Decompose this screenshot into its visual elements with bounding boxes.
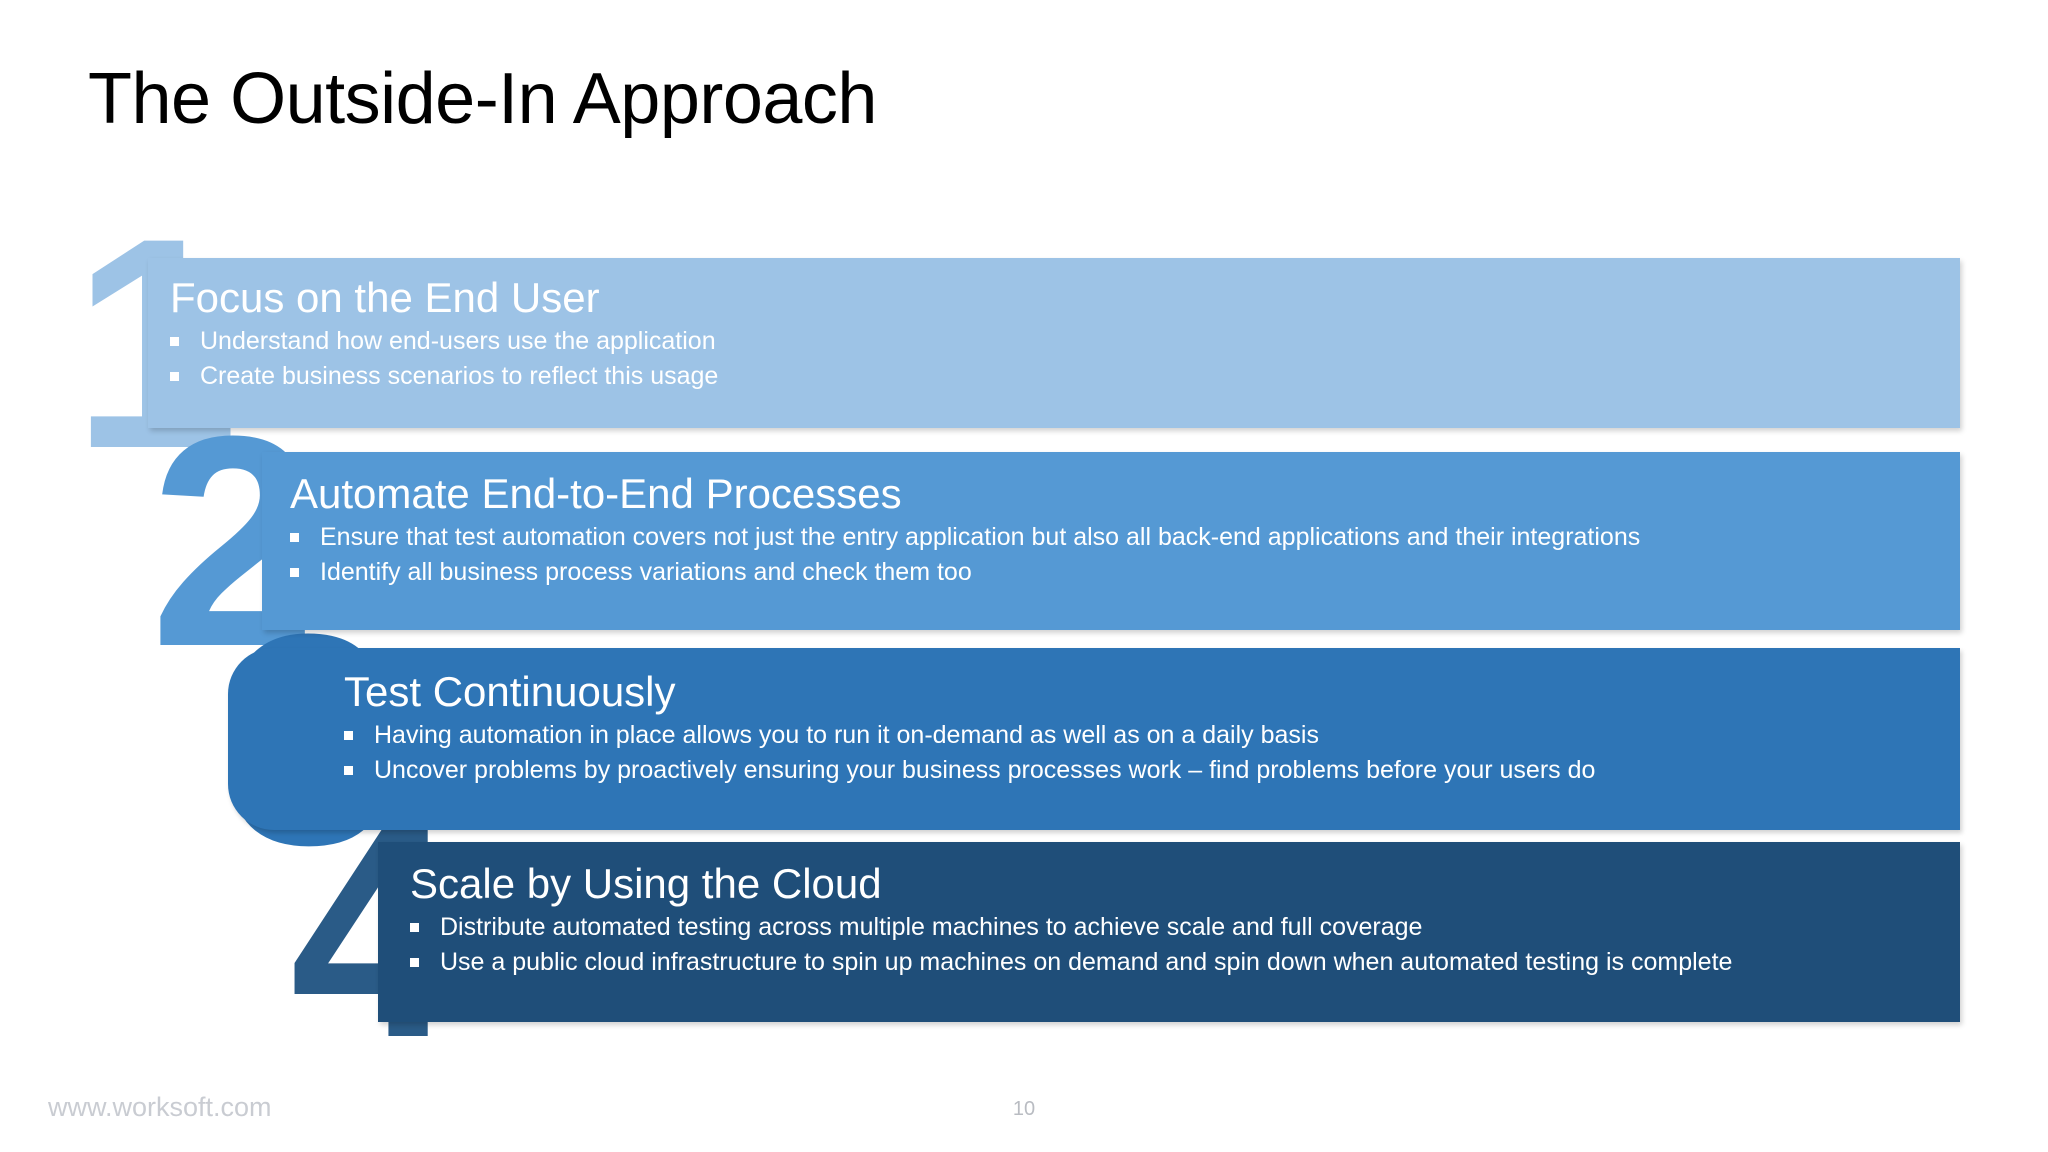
step-content-1: Focus on the End User Understand how end… [170,274,1950,393]
outside-in-step-list: 1 Focus on the End User Understand how e… [0,193,2048,1082]
step-content-2: Automate End-to-End Processes Ensure tha… [290,470,1960,589]
step-bullet-list-1: Understand how end-users use the applica… [170,324,1950,393]
step-row-2: 2 Automate End-to-End Processes Ensure t… [0,391,2048,691]
list-item: Ensure that test automation covers not j… [290,520,1960,555]
step-band-3 [228,648,1960,830]
list-item: Understand how end-users use the applica… [170,324,1950,359]
bullet-text: Having automation in place allows you to… [374,721,1319,750]
step-heading-3: Test Continuously [344,668,676,715]
step-heading-4: Scale by Using the Cloud [410,860,882,907]
square-bullet-icon [170,337,179,347]
bullet-text: Create business scenarios to reflect thi… [200,361,719,390]
list-item: Use a public cloud infrastructure to spi… [410,945,1960,980]
step-content-4: Scale by Using the Cloud Distribute auto… [410,860,1960,979]
square-bullet-icon [290,533,299,543]
bullet-text: Understand how end-users use the applica… [200,327,716,356]
step-heading-2: Automate End-to-End Processes [290,470,902,517]
square-bullet-icon [170,371,179,381]
page-title: The Outside-In Approach [88,59,877,139]
step-bullet-list-4: Distribute automated testing across mult… [410,910,1960,979]
square-bullet-icon [290,567,299,577]
step-row-1: 1 Focus on the End User Understand how e… [0,193,2048,493]
square-bullet-icon [344,731,353,741]
list-item: Having automation in place allows you to… [344,718,1960,753]
list-item: Create business scenarios to reflect thi… [170,359,1950,394]
step-band-1 [148,258,1960,428]
step-band-2 [262,452,1960,630]
bullet-text: Ensure that test automation covers not j… [320,523,1641,552]
step-band-4 [378,842,1960,1022]
bullet-text: Uncover problems by proactively ensuring… [374,755,1596,784]
step-bullet-list-3: Having automation in place allows you to… [344,718,1960,787]
list-item: Identify all business process variations… [290,555,1960,590]
list-item: Distribute automated testing across mult… [410,910,1960,945]
slide-number: 10 [1012,1098,1036,1120]
step-content-3: Test Continuously Having automation in p… [344,668,1960,787]
list-item: Uncover problems by proactively ensuring… [344,753,1960,788]
step-row-3: 3 Test Continuously Having automation in… [0,589,2048,889]
footer-website-url: www.worksoft.com [48,1092,272,1122]
step-row-4: 4 Scale by Using the Cloud Distribute au… [0,782,2048,1082]
square-bullet-icon [410,957,419,967]
square-bullet-icon [344,765,353,775]
square-bullet-icon [410,923,419,933]
bullet-text: Use a public cloud infrastructure to spi… [440,947,1733,976]
step-bullet-list-2: Ensure that test automation covers not j… [290,520,1960,589]
bullet-text: Distribute automated testing across mult… [440,913,1423,942]
bullet-text: Identify all business process variations… [320,557,972,586]
step-heading-1: Focus on the End User [170,274,600,321]
